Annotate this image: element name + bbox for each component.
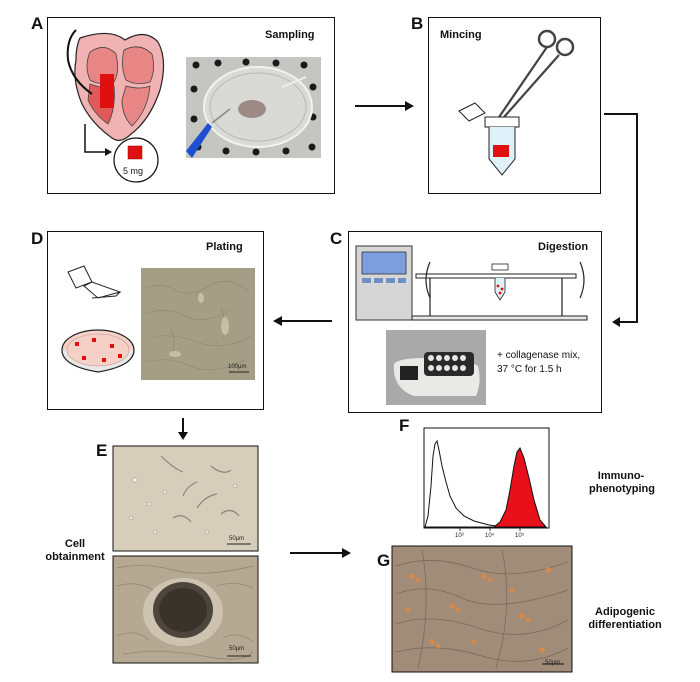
thermomixer-photo — [386, 330, 486, 405]
arrow-c-to-d — [273, 316, 332, 326]
panel-e-letter: E — [96, 441, 108, 460]
arrow-a-to-b — [355, 101, 414, 111]
panel-d-title: Plating — [206, 241, 243, 253]
cell-obtainment-line1: Cell — [64, 538, 86, 550]
adipogenic-micrograph — [391, 545, 573, 673]
cell-micrograph-2 — [112, 555, 259, 664]
panel-f-letter: F — [399, 416, 410, 435]
cell-micrograph-1 — [112, 445, 259, 552]
arrow-b-to-c — [604, 113, 638, 327]
cell-obtainment-line2: obtainment — [45, 551, 105, 563]
digestion-note-line2: 37 °C for 1.5 h — [497, 364, 562, 375]
plating-scale-label: 100μm — [228, 364, 247, 370]
panel-d-letter: D — [31, 229, 44, 248]
plating-micrograph — [141, 268, 255, 380]
panel-g-letter: G — [377, 551, 391, 570]
plating-illustration — [61, 265, 135, 373]
panel-c-title: Digestion — [538, 241, 589, 253]
histogram-tick-3: 10⁵ — [515, 533, 525, 539]
sample-weight-label: 5 mg — [123, 166, 144, 176]
histogram-tick-1: 10³ — [455, 533, 464, 539]
heart-illustration — [66, 29, 165, 183]
arrow-d-to-e — [178, 418, 188, 440]
panel-a-title: Sampling — [265, 29, 315, 41]
scissors-tube-illustration — [458, 29, 575, 176]
immunophenotyping-line1: Immuno- — [597, 470, 645, 482]
adipogenic-line2: differentiation — [588, 619, 662, 631]
immunophenotyping-line2: phenotyping — [589, 483, 655, 495]
cell-scale-label-2: 50μm — [229, 646, 245, 652]
panel-c-letter: C — [330, 229, 343, 248]
panel-b-title: Mincing — [440, 29, 482, 41]
panel-b-letter: B — [411, 14, 424, 33]
histogram-tick-2: 10⁴ — [485, 533, 495, 539]
adipogenic-scale-label: 50μm — [545, 660, 561, 666]
shaker-illustration — [355, 245, 588, 321]
cell-scale-label-1: 50μm — [229, 536, 245, 542]
petri-dish-photo — [186, 57, 321, 158]
flow-histogram — [423, 427, 550, 531]
adipogenic-line1: Adipogenic — [595, 606, 655, 618]
digestion-note-line1: + collagenase mix, — [497, 350, 581, 361]
panel-a-letter: A — [31, 14, 44, 33]
arrow-e-to-fg — [290, 548, 351, 558]
